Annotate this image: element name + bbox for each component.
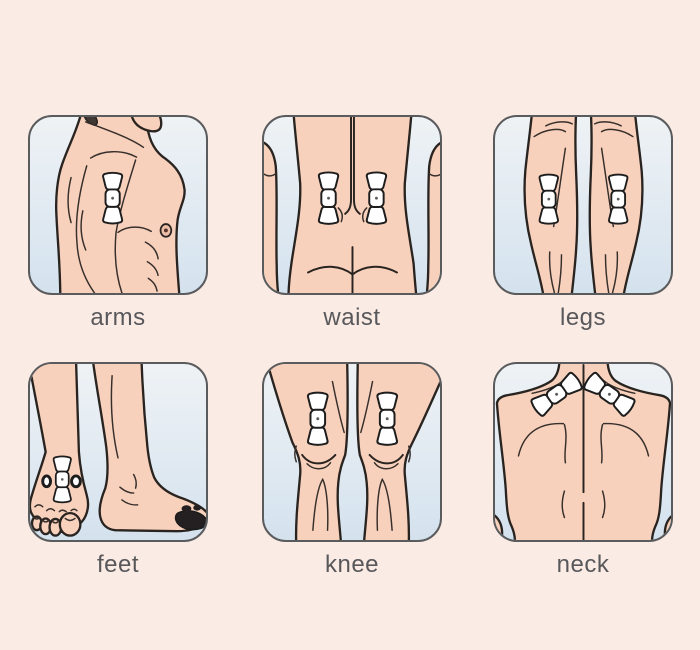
electrode-pad-icon bbox=[306, 391, 329, 446]
electrode-pad-icon bbox=[317, 171, 340, 225]
neck-illustration bbox=[495, 364, 671, 540]
legs-illustration bbox=[523, 117, 644, 293]
body-area-label-waist: waist bbox=[323, 304, 381, 331]
neck-tile bbox=[493, 362, 673, 542]
body-area-card-legs: legs bbox=[493, 115, 673, 332]
waist-illustration bbox=[264, 117, 440, 293]
electrode-pad-icon bbox=[102, 171, 124, 225]
body-area-label-neck: neck bbox=[556, 551, 610, 578]
body-area-label-arms: arms bbox=[90, 304, 146, 331]
arms-tile bbox=[28, 115, 208, 295]
body-area-label-knee: knee bbox=[324, 551, 380, 578]
nipple-dot bbox=[163, 228, 168, 233]
arms-illustration bbox=[54, 117, 186, 293]
body-area-card-waist: waist bbox=[262, 115, 442, 332]
electrode-pad-icon bbox=[608, 173, 629, 225]
knee-tile bbox=[262, 362, 442, 542]
body-area-card-neck: neck bbox=[493, 362, 673, 579]
feet-illustration bbox=[30, 364, 206, 537]
knee-illustration bbox=[266, 364, 440, 540]
body-area-card-arms: arms bbox=[28, 115, 208, 332]
body-area-label-legs: legs bbox=[559, 304, 607, 331]
legs-tile bbox=[493, 115, 673, 295]
waist-tile bbox=[262, 115, 442, 295]
body-area-card-knee: knee bbox=[262, 362, 442, 579]
dark-toes bbox=[174, 510, 206, 531]
dark-toenail bbox=[193, 504, 202, 511]
body-area-card-feet: feet bbox=[28, 362, 208, 579]
dark-toenail bbox=[181, 505, 192, 513]
electrode-pad-icon bbox=[538, 173, 559, 225]
electrode-pad-icon bbox=[365, 171, 388, 225]
feet-tile bbox=[28, 362, 208, 542]
body-area-label-feet: feet bbox=[96, 551, 140, 578]
hair-tuft bbox=[83, 117, 98, 126]
electrode-pad-icon bbox=[52, 455, 72, 504]
electrode-pad-icon bbox=[376, 391, 399, 446]
